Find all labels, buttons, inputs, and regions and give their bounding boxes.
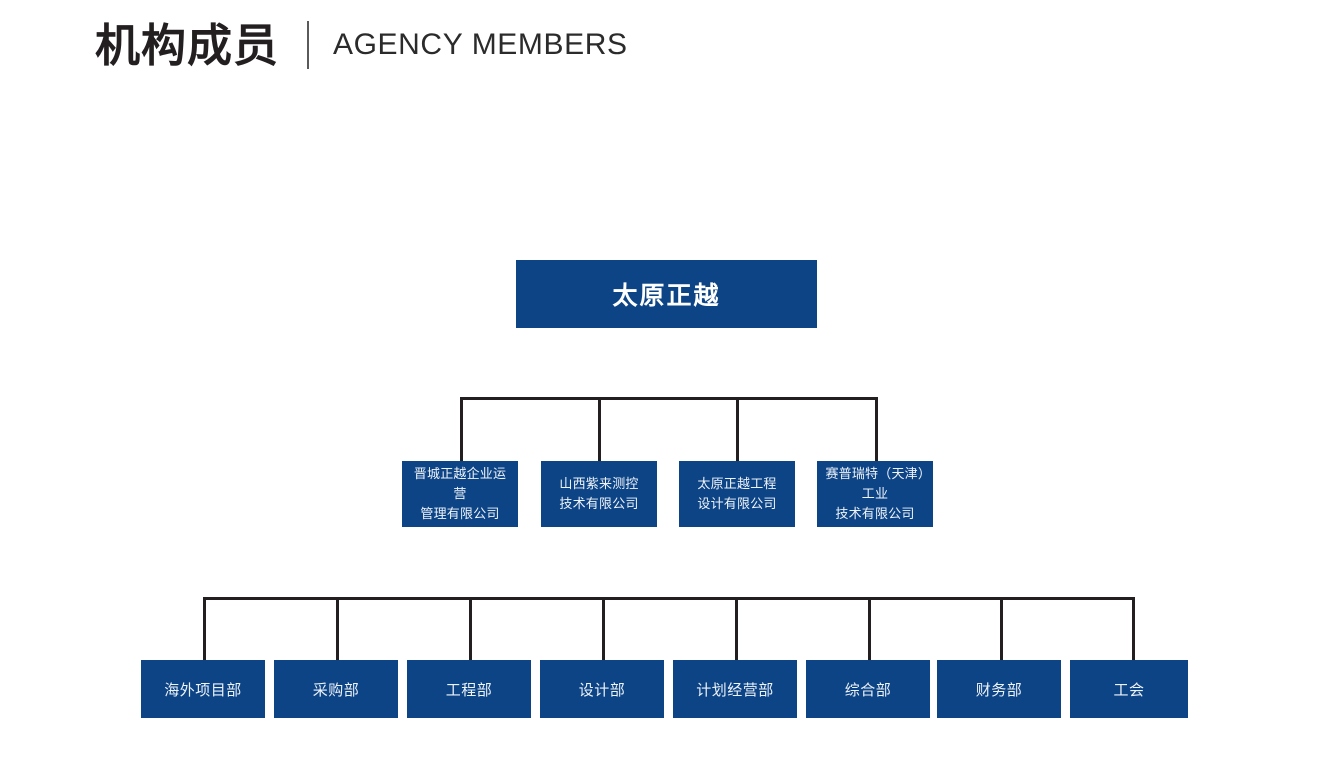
org-node-subsidiary-4[interactable]: 赛普瑞特（天津）工业 技术有限公司 xyxy=(817,461,933,527)
title-divider xyxy=(307,21,310,69)
org-node-department-8[interactable]: 工会 xyxy=(1070,660,1188,718)
connector-drop-subsidiary-1 xyxy=(460,397,463,463)
org-node-department-8-label: 工会 xyxy=(1113,681,1145,699)
connector-drop-subsidiary-2 xyxy=(598,397,601,463)
org-node-department-3[interactable]: 工程部 xyxy=(407,660,531,718)
connector-drop-department-3 xyxy=(469,597,472,663)
org-node-subsidiary-3-label: 太原正越工程 设计有限公司 xyxy=(697,475,777,511)
connector-drop-department-5 xyxy=(735,597,738,663)
org-node-department-6[interactable]: 综合部 xyxy=(806,660,930,718)
org-node-department-5-label: 计划经营部 xyxy=(696,681,774,699)
org-node-root-label: 太原正越 xyxy=(612,282,721,310)
connector-drop-subsidiary-4 xyxy=(875,397,878,463)
org-node-department-3-label: 工程部 xyxy=(445,681,493,699)
org-node-department-7[interactable]: 财务部 xyxy=(937,660,1061,718)
org-node-department-1-label: 海外项目部 xyxy=(164,681,242,699)
org-node-root[interactable]: 太原正越 xyxy=(516,260,817,328)
org-node-department-4[interactable]: 设计部 xyxy=(540,660,664,718)
connector-drop-department-8 xyxy=(1132,597,1135,663)
org-node-subsidiary-4-label: 赛普瑞特（天津）工业 技术有限公司 xyxy=(825,465,925,522)
connector-bus-departments xyxy=(203,597,1135,600)
page-title-en: AGENCY MEMBERS xyxy=(333,28,628,61)
connector-bus-subsidiaries xyxy=(460,397,878,400)
org-node-department-2-label: 采购部 xyxy=(312,681,360,699)
org-node-subsidiary-1-label: 晋城正越企业运营 管理有限公司 xyxy=(413,465,507,522)
connector-drop-subsidiary-3 xyxy=(736,397,739,463)
org-node-department-2[interactable]: 采购部 xyxy=(274,660,398,718)
org-node-department-6-label: 综合部 xyxy=(844,681,892,699)
org-node-department-5[interactable]: 计划经营部 xyxy=(673,660,797,718)
org-node-subsidiary-2[interactable]: 山西紫来测控 技术有限公司 xyxy=(541,461,657,527)
org-node-subsidiary-3[interactable]: 太原正越工程 设计有限公司 xyxy=(679,461,795,527)
org-node-department-7-label: 财务部 xyxy=(975,681,1023,699)
connector-drop-department-4 xyxy=(602,597,605,663)
connector-drop-department-2 xyxy=(336,597,339,663)
connector-drop-department-1 xyxy=(203,597,206,663)
org-node-department-4-label: 设计部 xyxy=(578,681,626,699)
page-title-cn: 机构成员 xyxy=(95,19,280,71)
org-node-department-1[interactable]: 海外项目部 xyxy=(141,660,265,718)
connector-drop-department-6 xyxy=(868,597,871,663)
connector-drop-department-7 xyxy=(1000,597,1003,663)
org-node-subsidiary-2-label: 山西紫来测控 技术有限公司 xyxy=(559,475,639,511)
page-header: 机构成员 AGENCY MEMBERS xyxy=(95,14,628,76)
org-node-subsidiary-1[interactable]: 晋城正越企业运营 管理有限公司 xyxy=(402,461,518,527)
